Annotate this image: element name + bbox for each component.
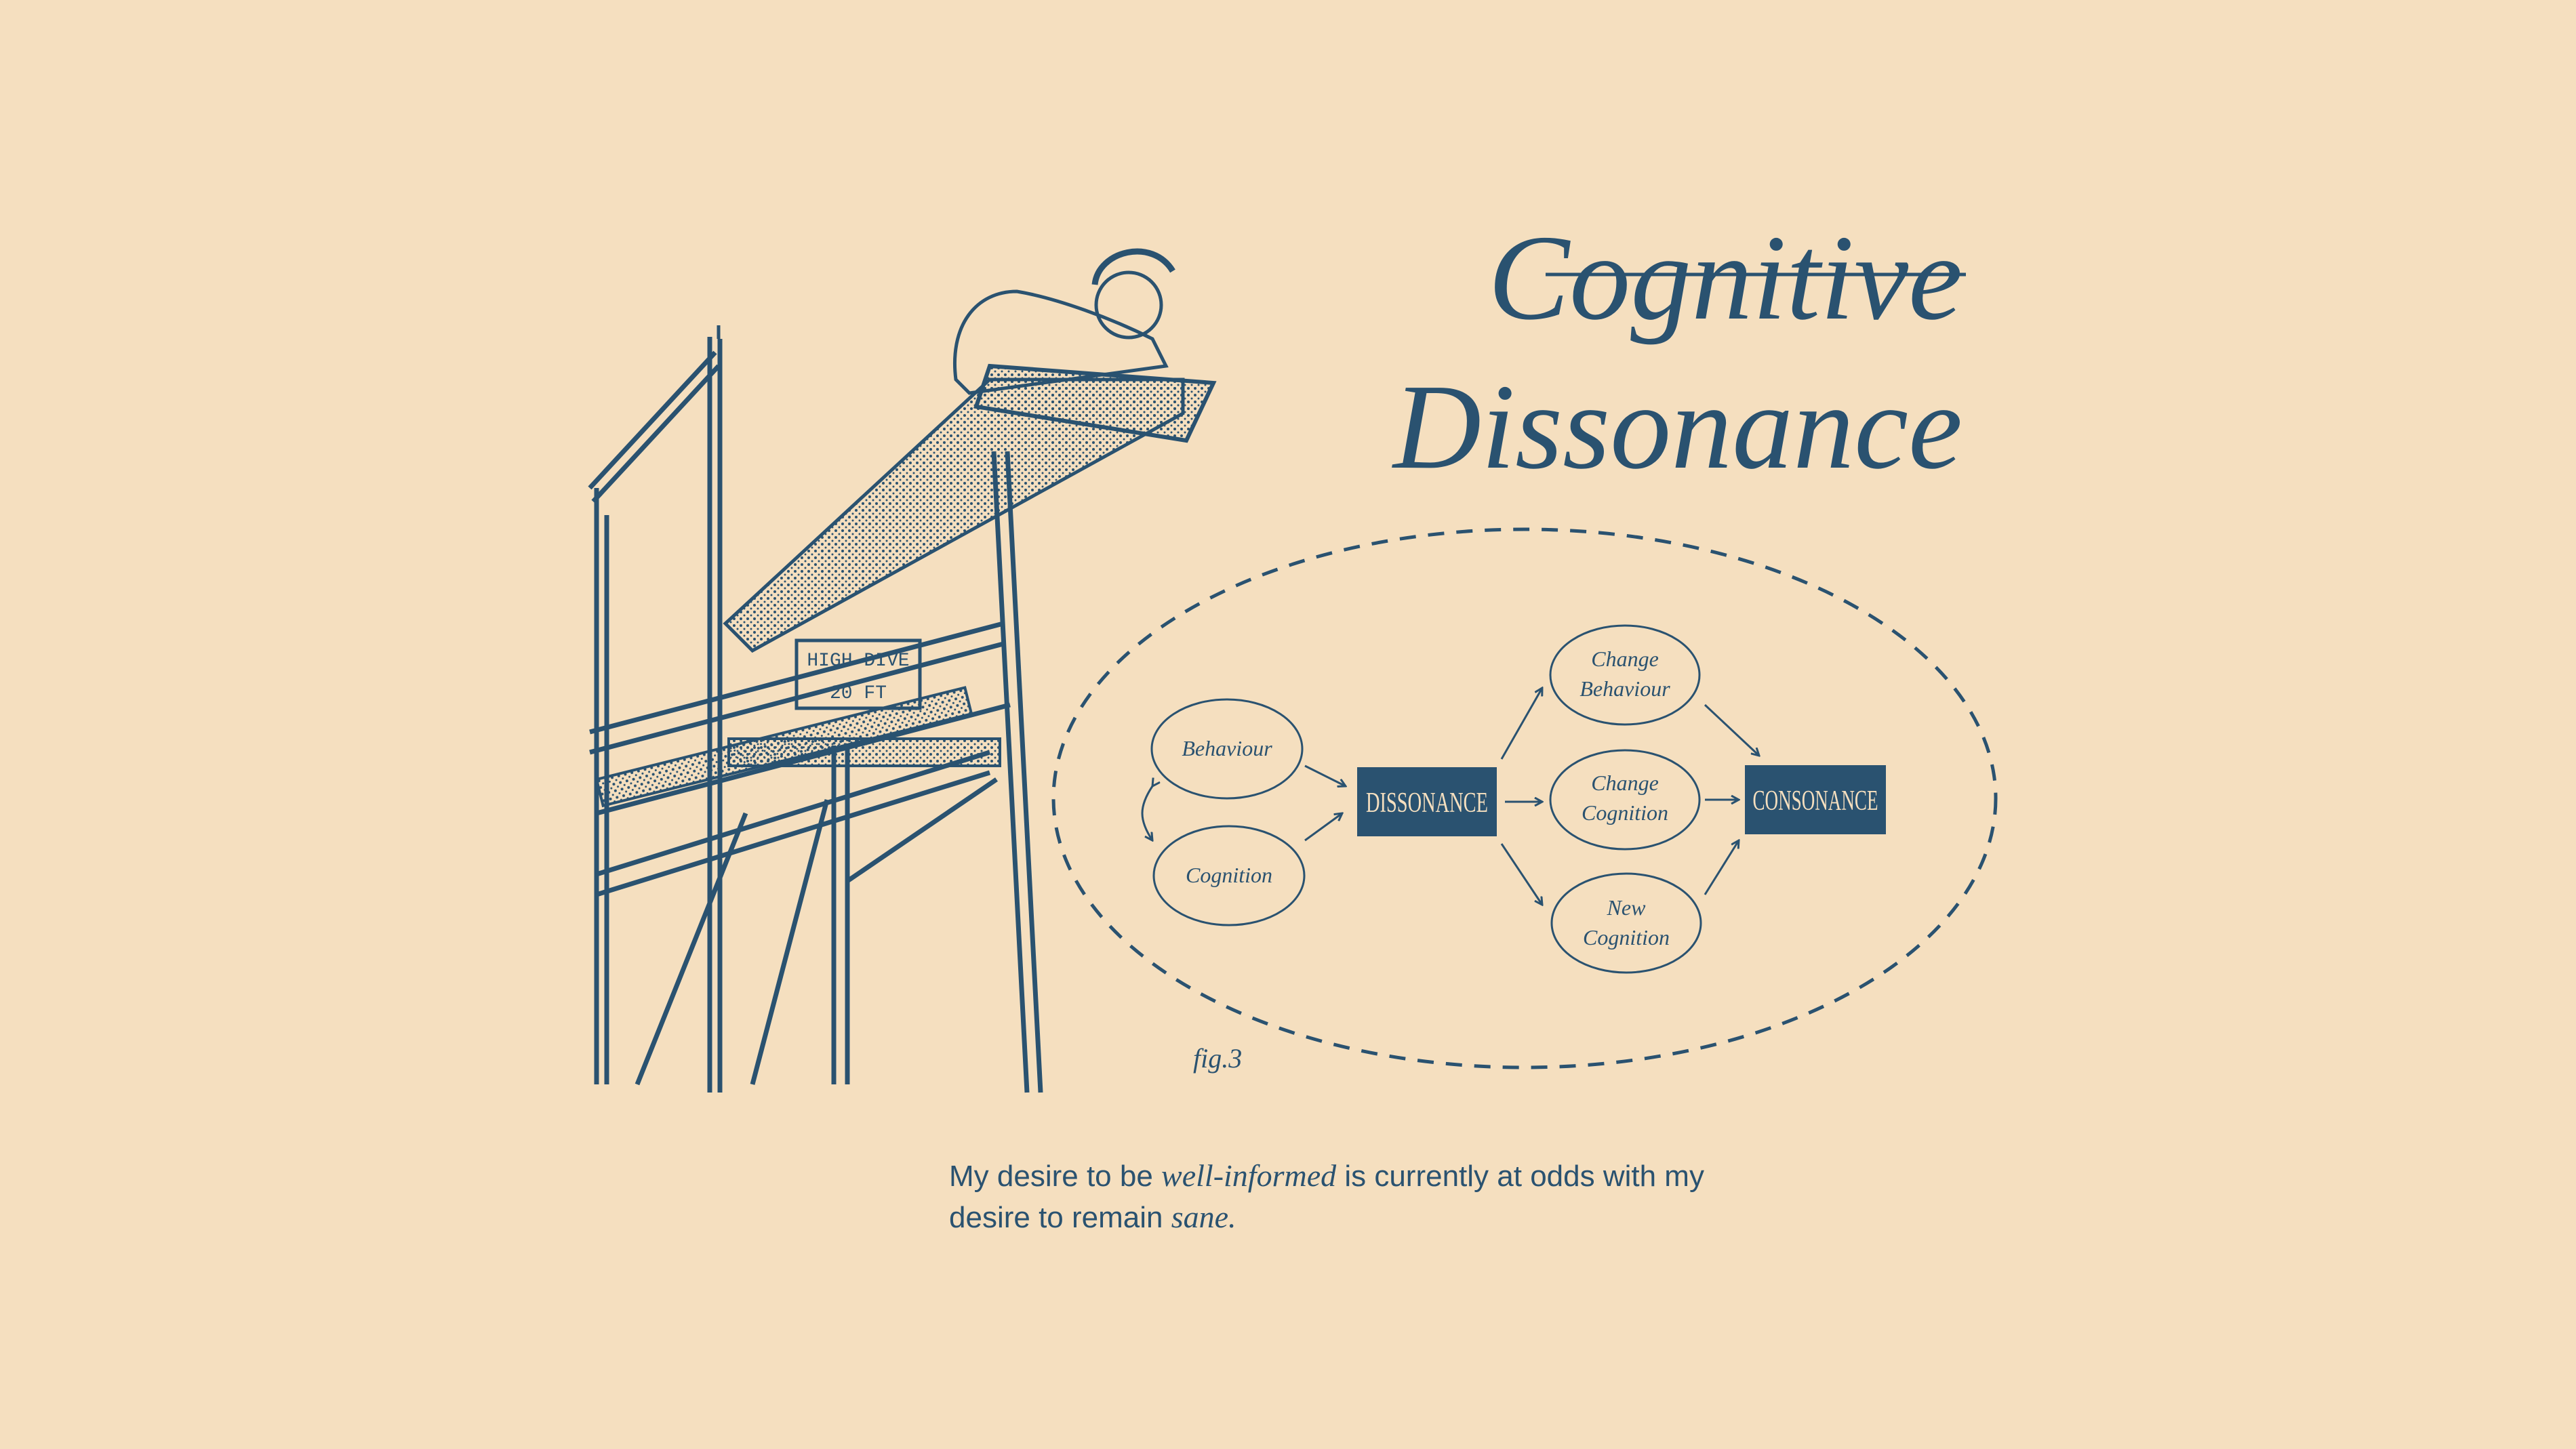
new-cognition-label-1: New [1607,895,1647,920]
dissonance-diagram: Behaviour Cognition Change Behaviour Cha… [1051,527,1998,1069]
dissonance-label: DISSONANCE [1366,788,1488,819]
page-title: Cognitive Dissonance [1391,210,1966,494]
change-cognition-label-1: Change [1591,771,1659,795]
caption-text-1: My desire to be [949,1160,1162,1193]
caption-emphasis-2: sane. [1171,1200,1236,1234]
cognition-label: Cognition [1186,863,1272,887]
behaviour-node [1150,698,1304,800]
caption: My desire to be well-informed is current… [949,1156,1763,1238]
consonance-box [1745,765,1886,834]
diving-tower-illustration [588,248,1217,1093]
change-cognition-node [1549,749,1701,851]
arrows [1141,688,1759,905]
change-behaviour-label-2: Behaviour [1579,676,1670,701]
new-cognition-node [1550,872,1702,974]
dashed-boundary [1051,527,1998,1069]
new-cognition-label-2: Cognition [1583,925,1670,950]
high-dive-sign: HIGH DIVE 20 FT [794,638,922,710]
cognition-node [1152,825,1306,926]
dissonance-box [1357,767,1497,836]
figure-label: fig.3 [1193,1043,1242,1074]
consonance-label: CONSONANCE [1753,785,1878,817]
change-cognition-label-2: Cognition [1582,800,1668,825]
caption-emphasis-1: well-informed [1161,1158,1337,1193]
sign-text-line2: 20 FT [830,683,887,704]
caption-text-2: is currently at odds with my desire to r… [949,1160,1704,1234]
title-line2: Dissonance [1391,359,1963,494]
sign-text-line1: HIGH DIVE [807,651,909,672]
title-line1: Cognitive [1488,210,1963,345]
behaviour-label: Behaviour [1182,736,1272,760]
change-behaviour-label-1: Change [1591,647,1659,671]
change-behaviour-node [1549,624,1701,726]
